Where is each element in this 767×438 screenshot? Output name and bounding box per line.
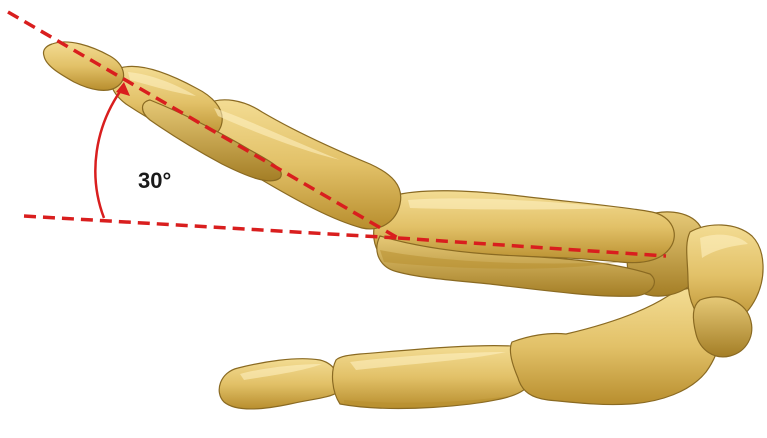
lower-distal-phalanx: [219, 359, 339, 409]
angle-value-label: 30°: [138, 168, 171, 193]
lower-metatarsal: [510, 288, 721, 404]
upper-distal-phalanx: [43, 42, 123, 90]
lower-ray: [219, 288, 721, 409]
angle-arc: [95, 86, 124, 218]
